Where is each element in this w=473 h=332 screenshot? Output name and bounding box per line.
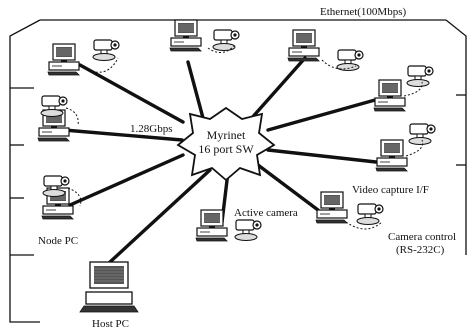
- node-pc-video-capture: [315, 191, 384, 230]
- camera-control-label: Camera control: [388, 231, 456, 243]
- myrinet-links: [62, 56, 378, 264]
- node-pc-6: [37, 95, 79, 142]
- switch-label-line2: 16 port SW: [198, 142, 254, 156]
- camera-control-sublabel: (RS-232C): [396, 244, 445, 256]
- node-pc-2: [169, 19, 240, 53]
- active-camera-label: Active camera: [234, 207, 298, 219]
- host-pc-label: Host PC: [92, 318, 129, 330]
- node-pc-7: [41, 175, 82, 220]
- video-capture-label: Video capture I/F: [352, 184, 429, 196]
- ethernet-label: Ethernet(100Mbps): [320, 6, 406, 18]
- node-pc-3: [287, 29, 364, 72]
- node-pc-4: [373, 65, 434, 112]
- host-pc: [79, 261, 139, 313]
- ethernet-bus: [9, 19, 467, 323]
- node-pc-1: [47, 39, 120, 76]
- myrinet-switch: [176, 106, 276, 182]
- node-pc-5: [375, 123, 436, 172]
- link-speed-label: 1.28Gbps: [130, 123, 172, 135]
- node-pc-label: Node PC: [38, 235, 78, 247]
- switch-label-line1: Myrinet: [207, 128, 246, 142]
